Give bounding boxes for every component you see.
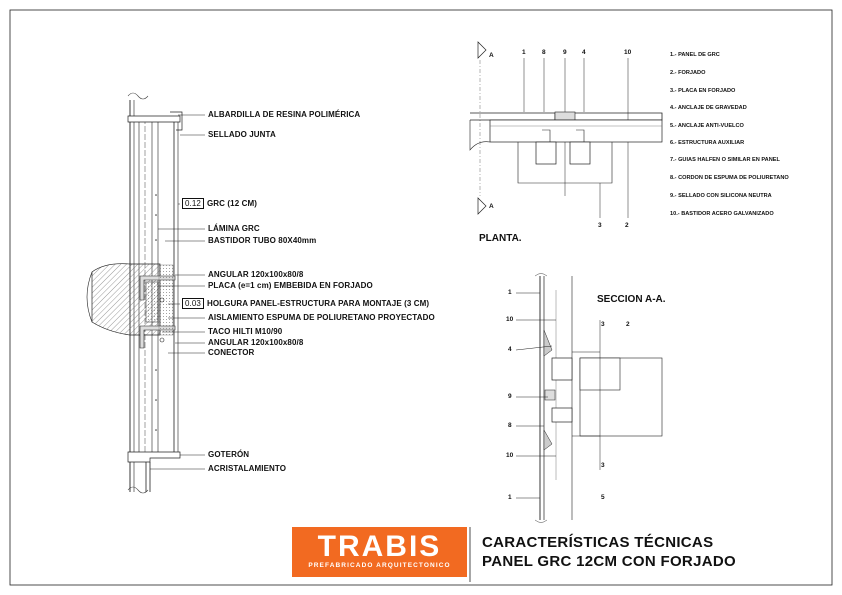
- legend-item: 5.- ANCLAJE ANTI-VUELCO: [670, 123, 744, 129]
- legend-item: 6.- ESTRUCTURA AUXILIAR: [670, 140, 745, 146]
- section-num: 2: [626, 321, 630, 328]
- label-holgura-text: HOLGURA PANEL-ESTRUCTURA PARA MONTAJE (3…: [206, 299, 430, 308]
- logo-text: TRABIS: [317, 530, 442, 563]
- section-num: 4: [508, 346, 512, 353]
- section-num: 9: [508, 393, 512, 400]
- section-num: 8: [508, 422, 512, 429]
- plan-num: 10: [624, 49, 632, 56]
- label-lamina-grc: LÁMINA GRC: [208, 224, 260, 233]
- label-goteron: GOTERÓN: [208, 450, 250, 459]
- legend-item: 8.- CORDON DE ESPUMA DE POLIURETANO: [670, 175, 789, 181]
- plan-num: 4: [582, 49, 586, 56]
- legend-item: 3.- PLACA EN FORJADO: [670, 88, 736, 94]
- section-num: 10: [506, 316, 514, 323]
- section-mark-top: A: [489, 52, 494, 59]
- section-num: 5: [601, 494, 605, 501]
- section-num: 3: [601, 321, 605, 328]
- section-num: 10: [506, 452, 514, 459]
- sheet-border: [9, 9, 833, 586]
- label-taco-hilti: TACO HILTI M10/90: [208, 327, 283, 336]
- label-bastidor: BASTIDOR TUBO 80X40mm: [208, 236, 317, 245]
- legend-item: 10.- BASTIDOR ACERO GALVANIZADO: [670, 211, 774, 217]
- logo-subtitle: PREFABRICADO ARQUITECTONICO: [308, 562, 451, 569]
- label-grc-text: GRC (12 CM): [206, 199, 257, 208]
- legend-item: 9.- SELLADO CON SILICONA NEUTRA: [670, 193, 772, 199]
- section-mark-bottom: A: [489, 203, 494, 210]
- plan-num: 9: [563, 49, 567, 56]
- plan-view: [469, 41, 663, 218]
- label-angular-1: ANGULAR 120x100x80/8: [208, 270, 304, 279]
- plan-num: 2: [625, 222, 629, 229]
- legend-item: 1.- PANEL DE GRC: [670, 52, 720, 58]
- label-sellado-junta: SELLADO JUNTA: [208, 130, 276, 139]
- label-angular-2: ANGULAR 120x100x80/8: [208, 338, 304, 347]
- sheet-title-line2: PANEL GRC 12CM CON FORJADO: [482, 553, 736, 570]
- dim-holgura: 0.03: [182, 298, 204, 309]
- trabis-logo: TRABIS PREFABRICADO ARQUITECTONICO: [292, 527, 467, 577]
- plan-num: 8: [542, 49, 546, 56]
- label-conector: CONECTOR: [208, 348, 255, 357]
- plan-title: PLANTA.: [479, 233, 522, 244]
- legend-item: 7.- GUIAS HALFEN O SIMILAR EN PANEL: [670, 157, 780, 163]
- label-acristalamiento: ACRISTALAMIENTO: [208, 464, 287, 473]
- section-num: 1: [508, 494, 512, 501]
- legend-item: 2.- FORJADO: [670, 70, 706, 76]
- section-num: 1: [508, 289, 512, 296]
- label-placa: PLACA (e=1 cm) EMBEBIDA EN FORJADO: [208, 281, 373, 290]
- section-aa: [515, 273, 663, 523]
- elevation-detail: [86, 92, 205, 494]
- section-num: 3: [601, 462, 605, 469]
- section-title: SECCION A-A.: [597, 294, 666, 305]
- label-aislamiento: AISLAMIENTO ESPUMA DE POLIURETANO PROYEC…: [208, 313, 435, 322]
- dim-grc: 0.12: [182, 198, 204, 209]
- legend-item: 4.- ANCLAJE DE GRAVEDAD: [670, 105, 747, 111]
- plan-num: 3: [598, 222, 602, 229]
- sheet-title-line1: CARACTERÍSTICAS TÉCNICAS: [482, 534, 714, 551]
- plan-num: 1: [522, 49, 526, 56]
- label-albardilla: ALBARDILLA DE RESINA POLIMÉRICA: [208, 110, 361, 119]
